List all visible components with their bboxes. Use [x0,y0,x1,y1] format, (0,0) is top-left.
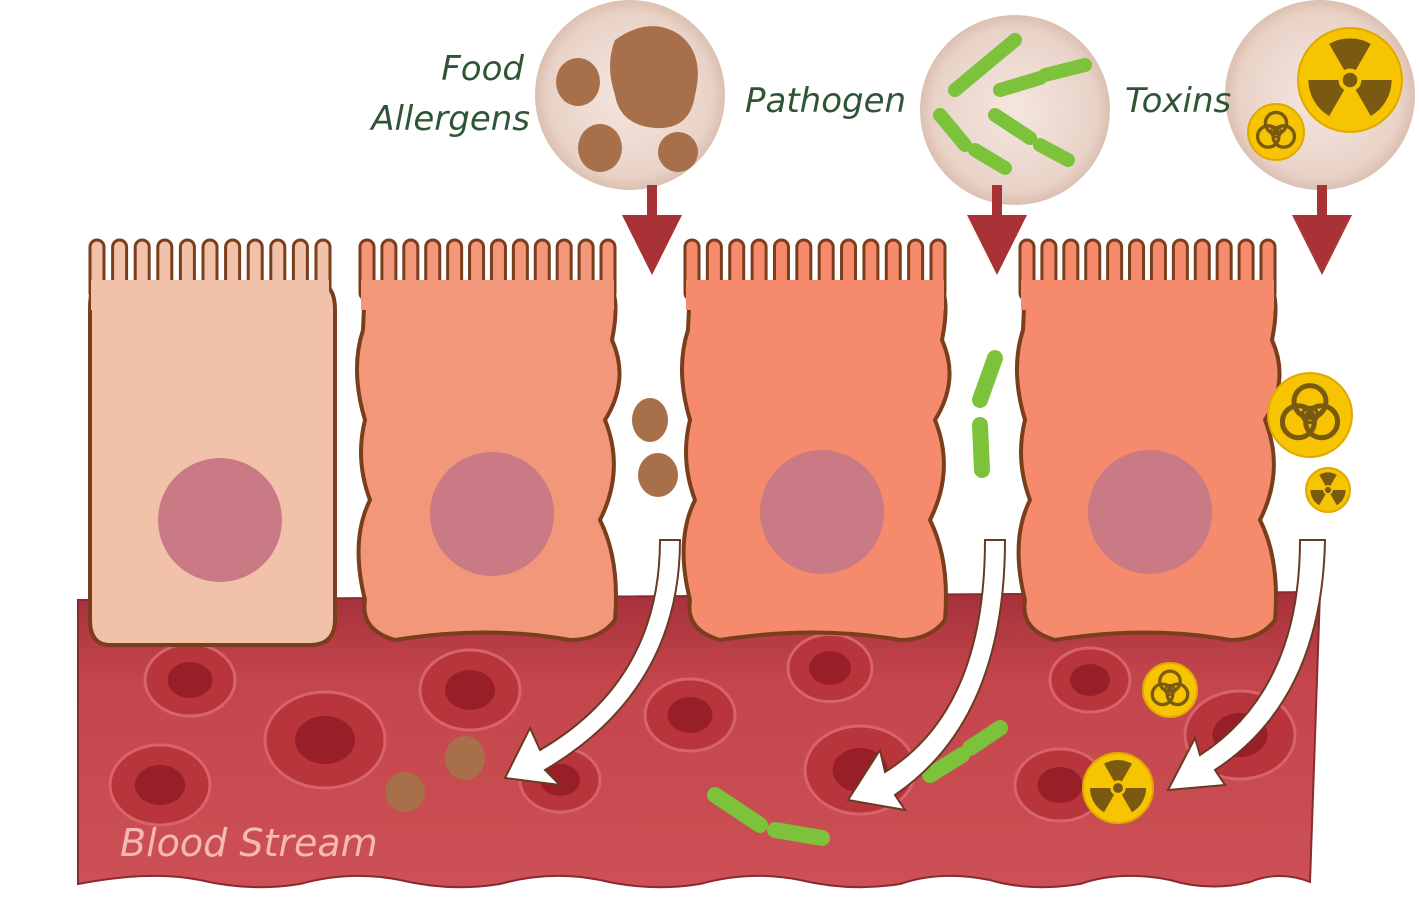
epithelial-cell-damaged [355,238,622,643]
nucleus [158,458,282,582]
biohazard-icon [1142,662,1198,718]
epithelial-cell-damaged [1015,238,1282,643]
nucleus [1088,450,1212,574]
nucleus [430,452,554,576]
red-blood-cell [418,648,522,732]
entry-arrows [622,185,1352,275]
blood-stream-label: Blood Stream [120,821,378,865]
pathogen-label: Pathogen [745,81,906,121]
red-blood-cell [1013,747,1107,823]
red-blood-cell [786,632,874,704]
radiation-icon [1305,467,1351,513]
nucleus [760,450,884,574]
biohazard-icon [1247,103,1305,161]
red-blood-cell [143,642,237,718]
allergen-particles-icon [556,26,698,172]
bacteria-icon [933,33,1092,175]
toxins-label: Toxins [1125,81,1231,121]
food-label-line2: Allergens [369,99,530,139]
biohazard-icon [1267,372,1353,458]
leaking-bacteria [707,350,1008,846]
epithelial-cell-healthy [88,238,337,647]
food-label-line1: Food [441,49,524,89]
red-blood-cell [643,677,737,753]
red-blood-cell [1048,646,1132,714]
red-blood-cell [108,743,212,827]
leaking-allergens [385,398,678,812]
radiation-icon [1082,752,1154,824]
red-blood-cell [263,690,387,790]
epithelial-cell-damaged [680,238,952,643]
radiation-icon [1297,27,1403,133]
leak-arrows [503,539,1327,812]
